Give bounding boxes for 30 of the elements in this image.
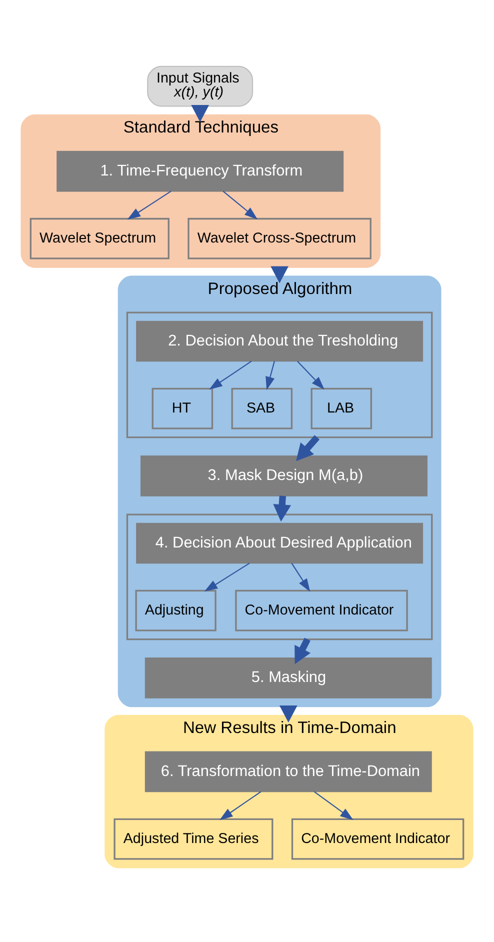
node-box: Adjusted Time Series [114,818,274,860]
node-box: SAB [231,387,293,429]
node-box: LAB [310,387,372,429]
arrow [222,190,258,220]
node-box: Co-Movement Indicator [235,589,408,631]
arrow [294,637,311,664]
arrow [127,190,172,220]
arrow [314,790,354,820]
node-box: Co-Movement Indicator [291,818,464,860]
arrow [204,562,250,592]
arrow [273,495,292,522]
arrow [209,360,252,390]
node-box: Input Signals x(t), y(t) [147,65,254,106]
node-box: 4. Decision About Desired Application [136,522,424,564]
arrow [297,360,324,390]
node-box: Adjusting [135,589,216,631]
node-box: 1. Time-Frequency Transform [56,150,344,192]
arrow [266,360,275,390]
arrow [291,562,310,592]
node-box: Wavelet Cross-Spectrum [188,217,372,259]
node-box: 5. Masking [144,656,432,698]
cluster [126,311,433,438]
arrow [219,790,262,820]
node-box: 6. Transformation to the Time-Domain [144,750,432,792]
arrow [296,434,320,461]
node-box: Wavelet Spectrum [30,217,170,259]
node-box: 3. Mask Design M(a,b) [140,455,428,496]
node-box: HT [152,387,214,429]
node-box: 2. Decision About the Tresholding [136,320,424,362]
cluster [126,513,433,640]
